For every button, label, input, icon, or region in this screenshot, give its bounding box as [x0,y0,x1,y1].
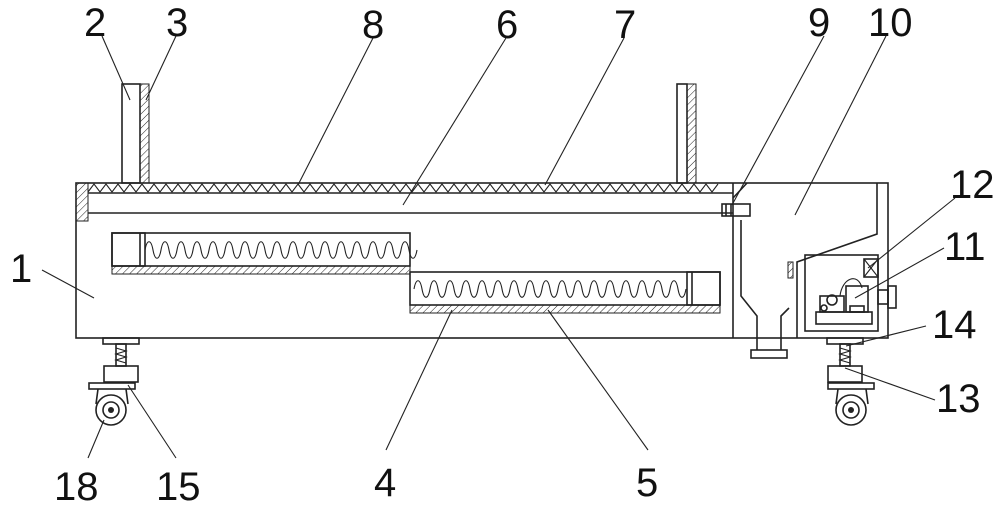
nozzle [721,203,751,217]
motor-box [787,254,897,332]
label-3: 3 [166,1,188,45]
label-10: 10 [868,1,913,45]
left-caster [88,337,140,426]
upper-spring-cylinder [111,232,418,275]
label-15: 15 [156,465,201,509]
label-6: 6 [496,3,518,47]
label-4: 4 [374,461,396,505]
leader-lines [41,35,956,459]
label-7: 7 [614,3,636,47]
label-8: 8 [362,3,384,47]
label-2: 2 [84,1,106,45]
left-upright [121,83,150,184]
label-13: 13 [936,377,981,421]
label-1: 1 [10,247,32,291]
label-18: 18 [54,465,99,509]
label-14: 14 [932,303,977,347]
right-caster [826,337,875,426]
label-11: 11 [944,225,986,269]
right-upright [676,83,697,184]
label-9: 9 [808,1,830,45]
label-5: 5 [636,461,658,505]
label-12: 12 [950,163,995,207]
lower-spring-cylinder [409,271,721,314]
main-body-frame [75,182,889,339]
